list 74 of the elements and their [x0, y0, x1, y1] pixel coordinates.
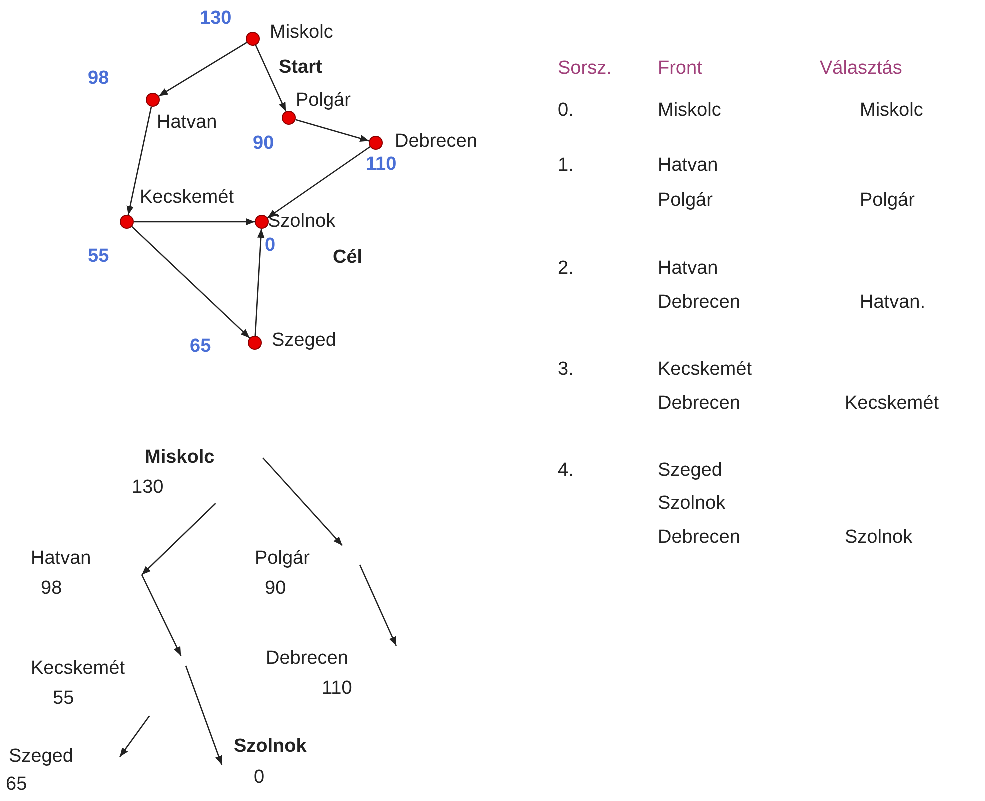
city-name: Szolnok: [234, 736, 307, 758]
arrow: [255, 45, 287, 112]
heuristic-value: 0: [254, 767, 265, 789]
city-name: Debrecen: [395, 131, 478, 153]
city-name: Kecskemét: [140, 187, 234, 209]
row-number: 3.: [558, 359, 574, 381]
node-dot: [120, 215, 134, 229]
row-number: 1.: [558, 155, 574, 177]
city-name: Polgár: [255, 548, 310, 570]
column-header: Választás: [820, 58, 902, 80]
city-name: Szeged: [272, 330, 336, 352]
node-dot: [369, 136, 383, 150]
node-dot: [248, 336, 262, 350]
heuristic-value: 55: [53, 688, 74, 710]
front-entry: Debrecen: [658, 292, 740, 314]
front-entry: Szeged: [658, 460, 722, 482]
choice-entry: Hatvan.: [860, 292, 926, 314]
city-name: Debrecen: [266, 648, 348, 670]
column-header: Front: [658, 58, 702, 80]
arrow: [254, 228, 265, 336]
arrow: [119, 716, 150, 758]
heuristic-value: 110: [366, 154, 397, 176]
arrow: [185, 666, 223, 766]
heuristic-value: 98: [41, 578, 62, 600]
arrow: [262, 458, 344, 546]
front-entry: Hatvan: [658, 155, 718, 177]
city-name: Hatvan: [31, 548, 92, 570]
city-name: Miskolc: [145, 447, 215, 469]
choice-entry: Miskolc: [860, 100, 924, 122]
choice-entry: Szolnok: [845, 527, 913, 549]
city-name: Szeged: [9, 746, 74, 768]
heuristic-value: 90: [265, 578, 286, 600]
row-number: 0.: [558, 100, 574, 122]
arrow: [158, 42, 248, 97]
heuristic-value: 90: [253, 133, 274, 155]
front-entry: Debrecen: [658, 393, 740, 415]
goal-label: Cél: [333, 247, 363, 269]
choice-entry: Kecskemét: [845, 393, 939, 415]
front-entry: Debrecen: [658, 527, 740, 549]
heuristic-value: 98: [88, 68, 110, 90]
start-label: Start: [279, 57, 322, 79]
arrow: [296, 119, 370, 142]
arrow: [132, 226, 250, 339]
heuristic-value: 65: [6, 774, 28, 796]
heuristic-value: 110: [322, 678, 352, 700]
arrow: [267, 146, 371, 219]
front-entry: Miskolc: [658, 100, 722, 122]
arrow: [126, 106, 152, 216]
front-entry: Polgár: [658, 190, 713, 212]
city-name: Polgár: [296, 90, 351, 112]
city-name: Szolnok: [268, 211, 336, 233]
heuristic-value: 0: [265, 235, 276, 257]
city-name: Hatvan: [157, 112, 218, 134]
node-dot: [282, 111, 296, 125]
arrow: [134, 218, 255, 226]
node-dot: [255, 215, 269, 229]
node-dot: [146, 93, 160, 107]
choice-entry: Polgár: [860, 190, 915, 212]
city-name: Kecskemét: [31, 658, 125, 680]
column-header: Sorsz.: [558, 58, 612, 80]
heuristic-value: 130: [200, 8, 232, 30]
front-entry: Kecskemét: [658, 359, 752, 381]
node-dot: [246, 32, 260, 46]
city-name: Miskolc: [270, 22, 334, 44]
row-number: 4.: [558, 460, 574, 482]
heuristic-value: 130: [132, 477, 164, 499]
row-number: 2.: [558, 258, 574, 280]
arrow: [359, 564, 398, 646]
front-entry: Hatvan: [658, 258, 718, 280]
arrow: [141, 574, 182, 656]
arrow: [142, 503, 216, 576]
heuristic-value: 55: [88, 246, 110, 268]
front-entry: Szolnok: [658, 493, 726, 515]
heuristic-value: 65: [190, 336, 212, 358]
